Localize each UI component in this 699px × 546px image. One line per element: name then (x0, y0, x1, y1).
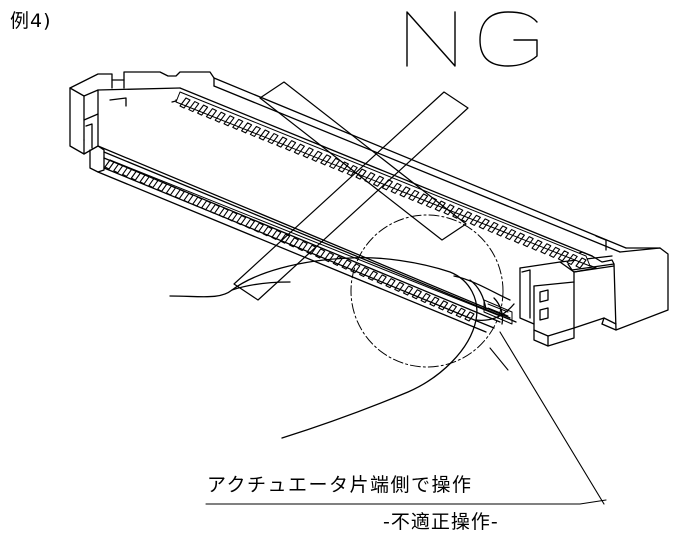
upper-contact (232, 118, 244, 130)
lower-contact (446, 304, 457, 315)
lower-contacts (104, 159, 475, 322)
lower-contact (332, 255, 343, 266)
upper-contact (311, 150, 323, 162)
upper-contact (443, 204, 455, 216)
lower-contact (218, 207, 229, 218)
lower-contact (244, 218, 256, 229)
upper-contact (487, 221, 499, 233)
lower-contact (165, 185, 177, 196)
lower-contact (192, 196, 203, 207)
upper-contact (557, 250, 569, 262)
upper-contact (469, 214, 481, 226)
upper-contact (267, 133, 279, 145)
upper-contact (390, 182, 402, 194)
lower-contact (359, 266, 370, 278)
upper-contact (522, 236, 534, 248)
upper-contact (205, 108, 217, 120)
upper-contact (337, 161, 349, 173)
caption-sub: -不適正操作- (383, 511, 499, 533)
lower-contact (227, 211, 238, 222)
upper-contact (461, 211, 473, 223)
upper-contact (249, 125, 261, 137)
upper-contact (346, 165, 358, 177)
finger-outline (169, 256, 515, 439)
lower-contact (438, 300, 449, 311)
upper-contact (241, 122, 253, 134)
lower-contact (385, 278, 396, 289)
lower-contact (130, 170, 141, 181)
upper-contact (258, 129, 270, 141)
leader-lines (205, 331, 607, 505)
upper-contact (293, 143, 305, 155)
upper-contact (505, 229, 517, 241)
upper-contact (285, 140, 297, 152)
upper-contact (513, 232, 525, 244)
example-label: 例4) (10, 10, 52, 32)
lower-contact (148, 177, 159, 189)
upper-contact (540, 243, 552, 255)
upper-contact (188, 101, 200, 113)
upper-contact (408, 189, 420, 201)
upper-contact (399, 186, 411, 198)
detail-circle (350, 214, 504, 368)
lower-contact (350, 263, 361, 274)
upper-contact (496, 225, 508, 237)
ng-verdict: NG (403, 8, 543, 68)
lower-contact (376, 274, 387, 285)
lower-contact (297, 241, 308, 252)
lower-contact (201, 200, 212, 211)
caption-main: アクチュエータ片端側で操作 (207, 474, 473, 496)
upper-contact (179, 97, 191, 109)
lower-contact (394, 281, 405, 292)
upper-contact (276, 136, 288, 148)
lower-contact (464, 311, 475, 322)
lower-contact (341, 259, 352, 270)
upper-contact (197, 104, 209, 116)
fpc-tail (483, 299, 513, 325)
lower-contact (411, 289, 422, 300)
ng-cross-mark (233, 81, 469, 301)
connector-housing (69, 71, 669, 347)
lower-contact (157, 181, 168, 192)
lower-contact (455, 307, 466, 318)
upper-contact (575, 257, 587, 269)
ng-letters (406, 11, 538, 67)
fpc-slot (109, 159, 501, 317)
upper-contact (223, 115, 235, 127)
lower-contact (262, 226, 273, 237)
lower-contact (139, 174, 150, 185)
lower-contact (271, 229, 282, 240)
lower-contact (280, 233, 291, 244)
lower-contact (306, 244, 317, 255)
lower-contact (209, 203, 220, 215)
lower-contact (236, 215, 247, 226)
lower-contact (315, 248, 326, 259)
upper-contact (320, 154, 332, 166)
upper-contact (452, 207, 464, 219)
lower-contact (402, 285, 414, 296)
upper-contact (302, 147, 314, 159)
upper-contact (531, 239, 543, 251)
lower-contact (420, 292, 431, 304)
upper-contact (478, 218, 490, 230)
upper-contacts (179, 97, 587, 269)
lower-contact (174, 189, 185, 200)
upper-contact (214, 111, 226, 123)
upper-contact (549, 246, 561, 258)
lower-contact (288, 237, 299, 248)
upper-contact (425, 197, 437, 209)
upper-contact (566, 253, 578, 265)
lower-contact (183, 192, 194, 203)
lower-contact (122, 166, 133, 177)
lower-contact (367, 270, 378, 281)
upper-contact (434, 200, 446, 212)
upper-contact (417, 193, 429, 205)
upper-contact (373, 175, 385, 187)
lower-contact (253, 222, 264, 233)
lower-contact (323, 252, 335, 263)
lower-contact (429, 296, 440, 307)
